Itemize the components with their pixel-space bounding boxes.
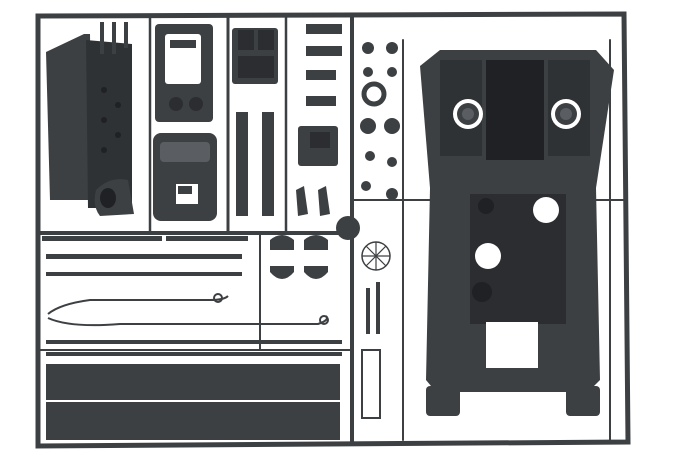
tow-cable <box>47 293 329 327</box>
hatch-frame <box>155 24 213 122</box>
engine-parts <box>232 28 278 216</box>
hull-body <box>420 50 614 416</box>
track-run-parts <box>46 254 342 440</box>
fender-parts <box>270 235 381 419</box>
turret-roof <box>153 133 217 221</box>
sprue-frame <box>35 11 631 449</box>
side-armor-panel <box>46 34 132 208</box>
small-detail-parts <box>296 24 342 216</box>
road-wheels <box>336 42 400 271</box>
gun-mantlet <box>94 179 134 216</box>
small-pin-parts <box>42 22 248 241</box>
